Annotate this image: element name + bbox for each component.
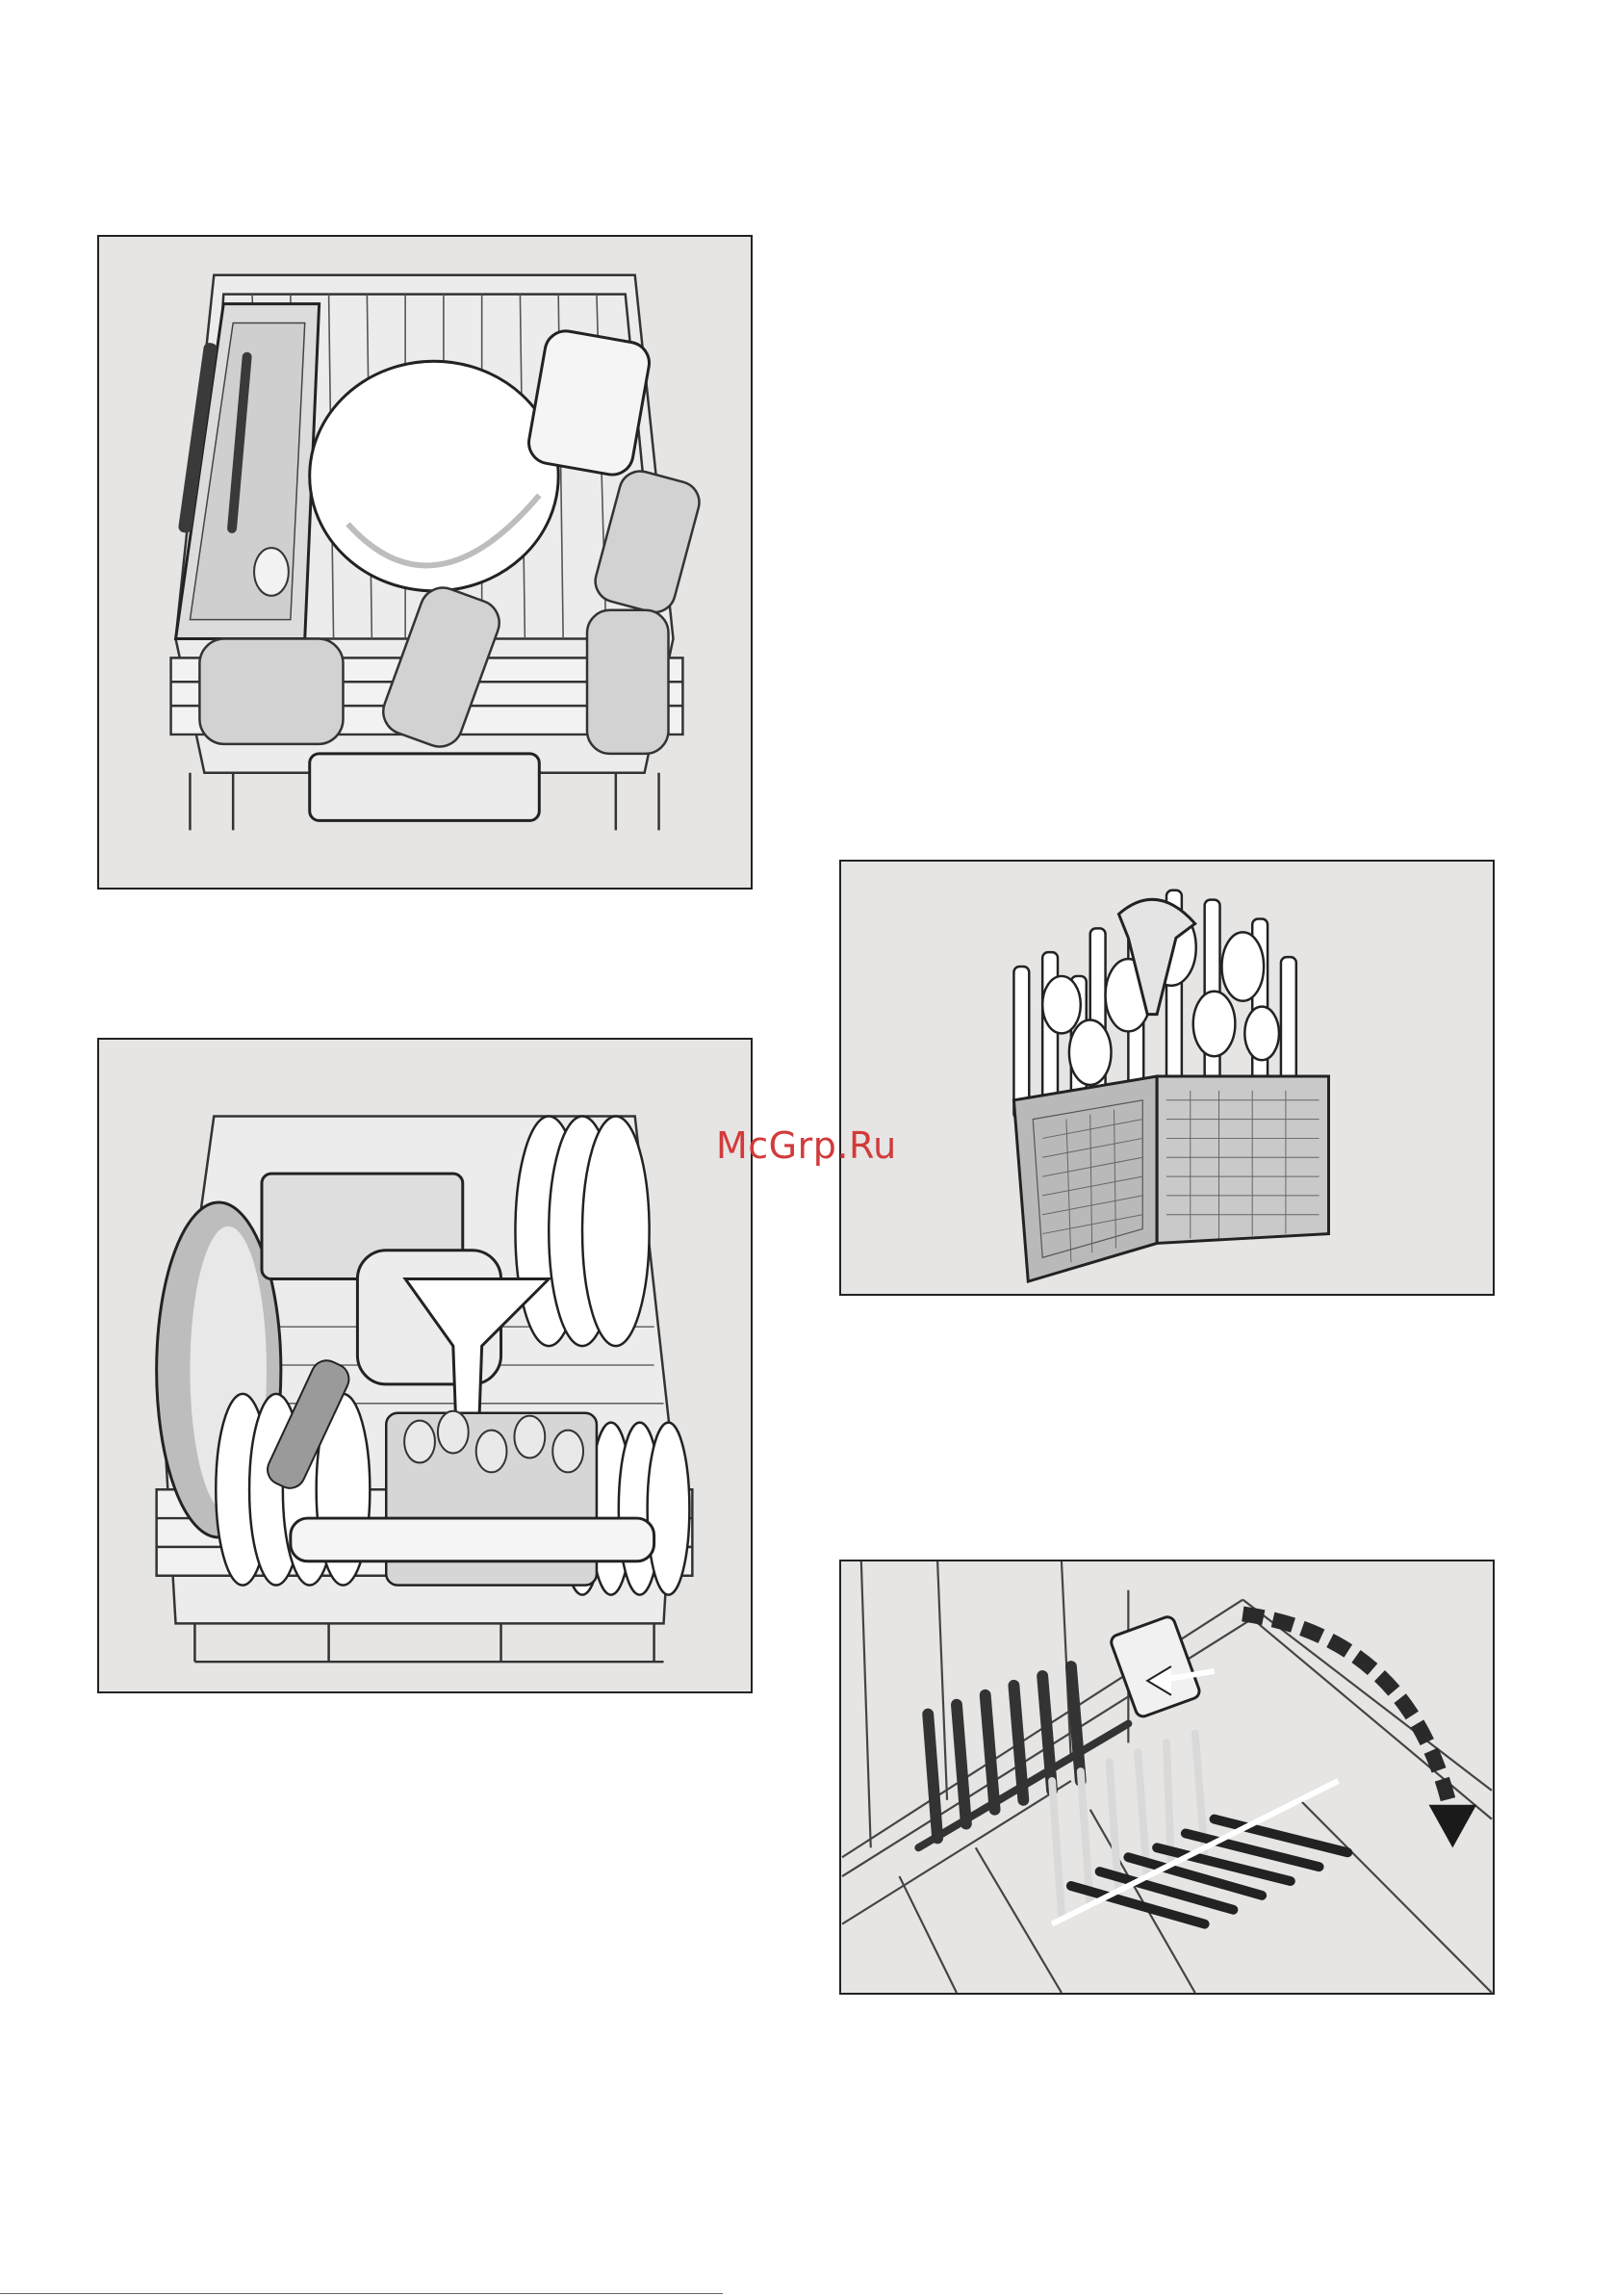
lower-basket-illustration [97,1038,753,1693]
cutlery-basket-illustration [839,860,1495,1296]
upper-basket-illustration [97,235,753,890]
upper-basket-drawing [99,237,751,888]
lower-basket-drawing [99,1040,751,1691]
plates-right-top [515,1117,649,1347]
folding-tines-illustration [839,1560,1495,1995]
footer-divider [0,2293,723,2294]
basket-handle [310,754,540,821]
cutlery-basket [1013,1076,1328,1281]
latch [1110,1615,1202,1719]
watermark-text: McGrp.Ru [716,1124,897,1167]
folding-tines-drawing [841,1561,1493,1993]
cutlery-basket-drawing [841,862,1493,1294]
cutlery-tray [176,304,320,639]
small-container [525,327,653,477]
bowl [310,361,558,591]
basket-handle [291,1518,654,1561]
